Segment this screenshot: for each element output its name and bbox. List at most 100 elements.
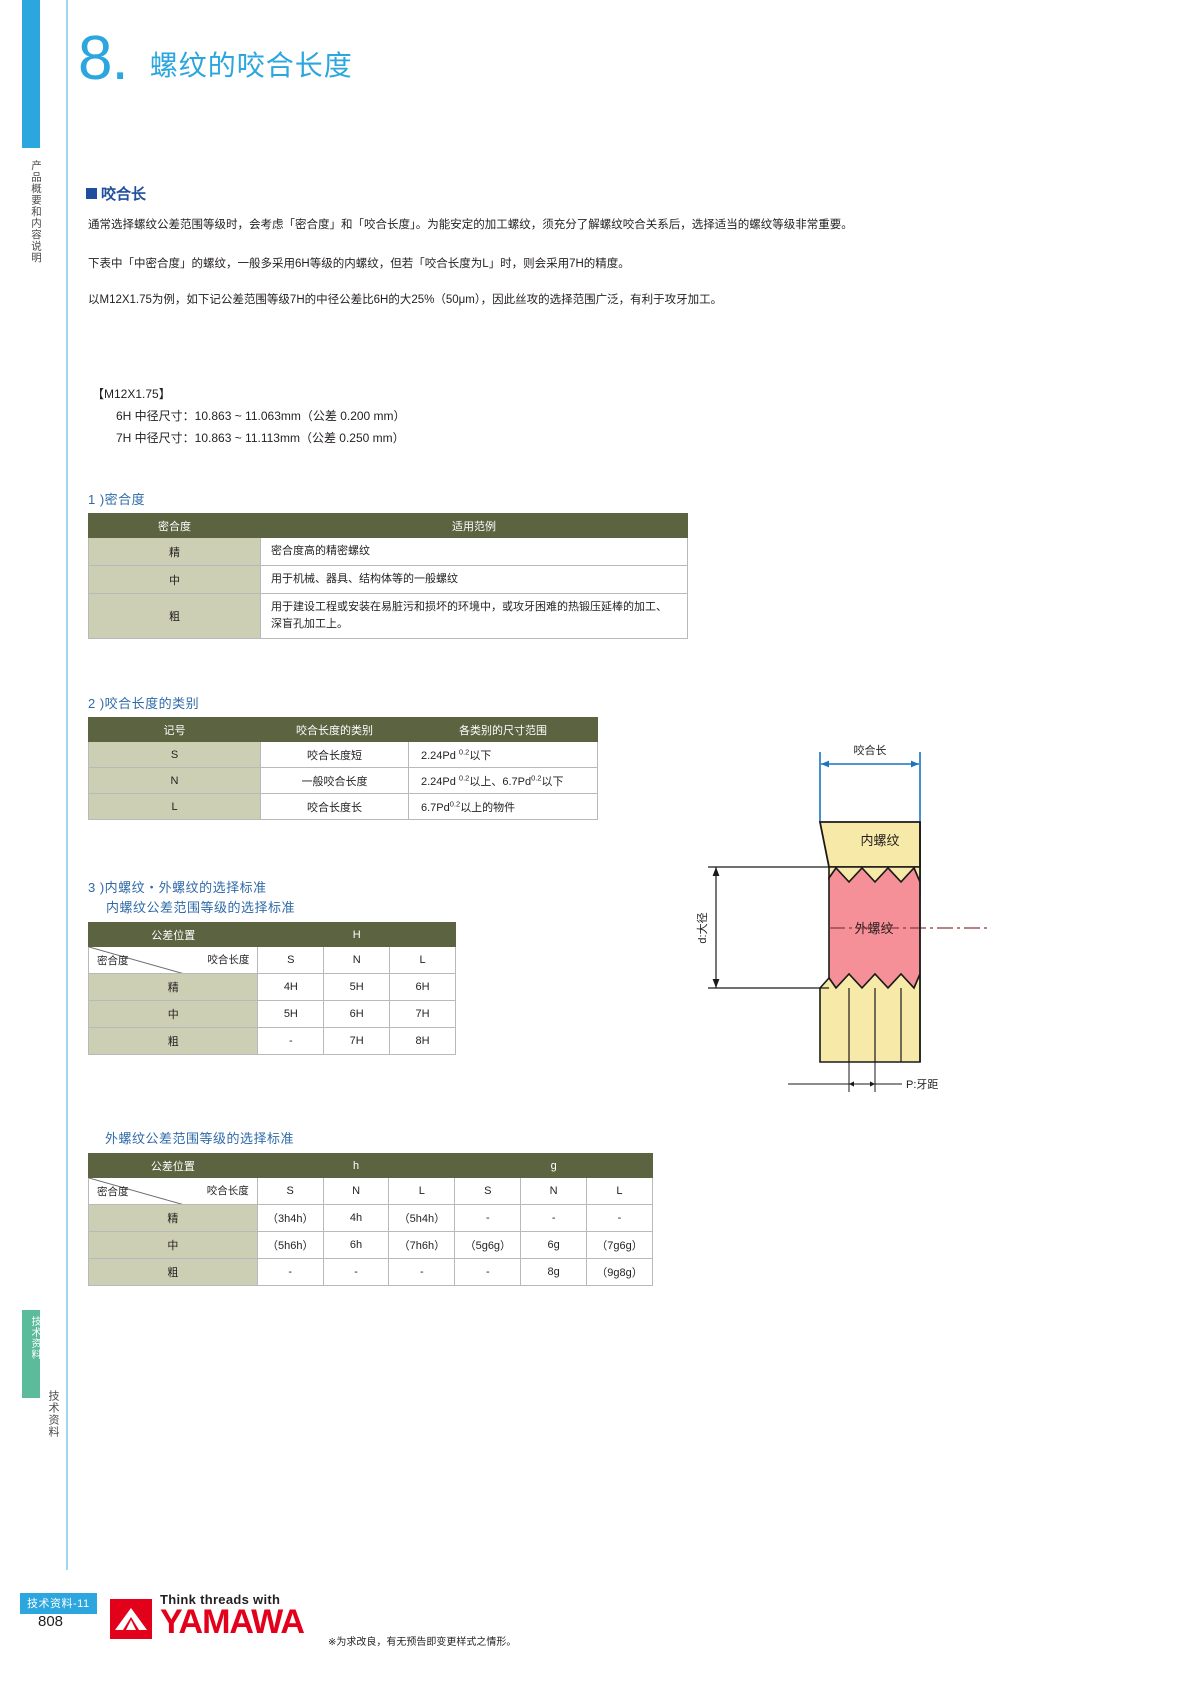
range-n-sup: 0.2 bbox=[458, 772, 470, 782]
table-header-row: 密合度 适用范例 bbox=[88, 513, 688, 538]
cell-desc-fine: 密合度高的精密螺纹 bbox=[260, 537, 688, 566]
cell-outer-coarse-hn: - bbox=[322, 1258, 390, 1286]
arrow-up-icon bbox=[712, 867, 720, 876]
range-n-post: 以上、6.7Pd bbox=[469, 775, 532, 788]
cell-inner-fine-n: 5H bbox=[323, 973, 391, 1001]
section-heading-engagement: 咬合长 bbox=[86, 183, 146, 204]
cell-inner-coarse-s: - bbox=[257, 1027, 325, 1055]
range-s-pre: 2.24Pd bbox=[421, 749, 459, 762]
cell-category-l: 咬合长度长 bbox=[260, 793, 409, 820]
side-tab-green-label: 技术资料 bbox=[29, 1316, 40, 1360]
cell-outer-medium-hs: （5h6h） bbox=[256, 1231, 324, 1259]
corner-split-cell-outer: 咬合长度 密合度 bbox=[88, 1177, 258, 1205]
table-internal-thread-tolerance: 公差位置 H 咬合长度 密合度 S N L 精 4H 5H 6H 中 5H 6 bbox=[87, 922, 456, 1055]
cell-outer-label-coarse: 粗 bbox=[88, 1258, 258, 1286]
cell-inner-medium-l: 7H bbox=[389, 1000, 456, 1028]
cell-outer-medium-hl: （7h6h） bbox=[388, 1231, 456, 1259]
diagonal-line-icon bbox=[89, 947, 182, 973]
col-header-tolerance-position-outer: 公差位置 bbox=[88, 1153, 258, 1178]
col-header-category: 咬合长度的类别 bbox=[260, 717, 409, 742]
cell-inner-fine-l: 6H bbox=[389, 973, 456, 1001]
cell-inner-label-medium: 中 bbox=[87, 1000, 259, 1028]
table-header-row: 公差位置 h g bbox=[88, 1153, 653, 1178]
paragraph-3: 以M12X1.75为例，如下记公差范围等级7H的中径公差比6H的大25%（50μ… bbox=[88, 294, 723, 306]
footer-disclaimer: ※为求改良，有无预告即变更样式之情形。 bbox=[328, 1637, 517, 1648]
cell-range-l: 6.7Pd0.2以上的物件 bbox=[408, 793, 598, 820]
cell-outer-fine-gn: - bbox=[520, 1204, 587, 1232]
table-row: 粗 - - - - 8g （9g8g） bbox=[88, 1258, 654, 1286]
square-bullet-icon bbox=[86, 188, 97, 199]
pitch-arrow-left-icon bbox=[849, 1081, 854, 1087]
table-engagement-category: 记号 咬合长度的类别 各类别的尺寸范围 S 咬合长度短 2.24Pd 0.2以下… bbox=[88, 717, 598, 820]
cell-fit-coarse: 粗 bbox=[88, 593, 261, 639]
table-external-thread-tolerance: 公差位置 h g 咬合长度 密合度 S N L S N L 精 （3h4h） 4… bbox=[88, 1153, 654, 1286]
range-l-sup: 0.2 bbox=[449, 798, 461, 808]
cell-inner-coarse-n: 7H bbox=[323, 1027, 391, 1055]
table-subheader-row: 咬合长度 密合度 S N L S N L bbox=[88, 1177, 654, 1205]
cell-mark-n: N bbox=[88, 767, 261, 794]
range-n-pre: 2.24Pd bbox=[421, 775, 459, 788]
subheader-h-s: S bbox=[256, 1177, 324, 1205]
cell-outer-medium-gl: （7g6g） bbox=[585, 1231, 654, 1259]
pitch-arrow-right-icon bbox=[870, 1081, 875, 1087]
cell-inner-medium-s: 5H bbox=[257, 1000, 325, 1028]
subheader-h-l: L bbox=[388, 1177, 456, 1205]
col-header-size-range: 各类别的尺寸范围 bbox=[408, 717, 598, 742]
cell-range-n: 2.24Pd 0.2以上、6.7Pd0.2以下 bbox=[408, 767, 598, 794]
subheader-g-l: L bbox=[585, 1177, 654, 1205]
table-row: 中 用于机械、器具、结构体等的一般螺纹 bbox=[88, 565, 688, 594]
col-header-application: 适用范例 bbox=[260, 513, 688, 538]
table-row: 中 5H 6H 7H bbox=[87, 1000, 456, 1028]
table-header-row: 记号 咬合长度的类别 各类别的尺寸范围 bbox=[88, 717, 598, 742]
cell-outer-fine-hl: （5h4h） bbox=[388, 1204, 456, 1232]
cell-outer-medium-gs: （5g6g） bbox=[454, 1231, 522, 1259]
cell-desc-medium: 用于机械、器具、结构体等的一般螺纹 bbox=[260, 565, 688, 594]
page-title-text: 螺纹的咬合长度 bbox=[149, 50, 353, 81]
side-tab-product-overview: 产品概要和内容说明 bbox=[30, 160, 42, 264]
table-header-row: 公差位置 H bbox=[87, 922, 456, 947]
corner-label-engagement: 咬合长度 bbox=[207, 954, 250, 966]
yamawa-mark-icon bbox=[110, 1599, 152, 1639]
example-title: 【M12X1.75】 bbox=[92, 387, 171, 401]
table-row: S 咬合长度短 2.24Pd 0.2以下 bbox=[88, 741, 598, 768]
table-row: 精 （3h4h） 4h （5h4h） - - - bbox=[88, 1204, 654, 1232]
cell-category-s: 咬合长度短 bbox=[260, 741, 409, 768]
subheader-g-n: N bbox=[520, 1177, 587, 1205]
corner-label-fit-outer: 密合度 bbox=[97, 1186, 129, 1198]
corner-label-fit: 密合度 bbox=[97, 955, 129, 967]
cell-outer-medium-hn: 6h bbox=[322, 1231, 390, 1259]
example-line-6h: 6H 中径尺寸：10.863 ~ 11.063mm（公差 0.200 mm） bbox=[116, 409, 406, 423]
logo-wordmark: YAMAWA bbox=[160, 1603, 305, 1641]
cell-outer-coarse-hs: - bbox=[256, 1258, 324, 1286]
cell-outer-coarse-gs: - bbox=[454, 1258, 522, 1286]
thread-engagement-diagram: 咬合长 内螺纹 外螺纹 d:大径 P:牙距 bbox=[695, 743, 988, 1092]
label-pitch: P:牙距 bbox=[906, 1078, 938, 1091]
range-l-post: 以上的物件 bbox=[460, 801, 516, 814]
subsection-3-heading: 3 )内螺纹・外螺纹的选择标准 内螺纹公差范围等级的选择标准 bbox=[88, 878, 295, 918]
cell-inner-label-coarse: 粗 bbox=[87, 1027, 259, 1055]
col-header-mark: 记号 bbox=[88, 717, 261, 742]
range-n-post2: 以下 bbox=[541, 775, 564, 788]
footer-page-number: 808 bbox=[38, 1613, 64, 1630]
subsection-1-heading: 1 )密合度 bbox=[88, 492, 146, 507]
table-fit-class: 密合度 适用范例 精 密合度高的精密螺纹 中 用于机械、器具、结构体等的一般螺纹… bbox=[88, 513, 688, 639]
range-n-sup2: 0.2 bbox=[531, 772, 542, 782]
cell-category-n: 一般咬合长度 bbox=[260, 767, 409, 794]
cell-mark-l: L bbox=[88, 793, 261, 820]
arrow-left-icon bbox=[821, 760, 829, 768]
cell-outer-coarse-gl: （9g8g） bbox=[585, 1258, 654, 1286]
diagonal-line-icon bbox=[89, 1178, 182, 1204]
left-vertical-rule bbox=[66, 0, 68, 1570]
subheader-l: L bbox=[389, 946, 456, 974]
paragraph-2: 下表中「中密合度」的螺纹，一般多采用6H等级的内螺纹，但若「咬合长度为L」时，则… bbox=[88, 258, 630, 270]
cell-outer-coarse-gn: 8g bbox=[520, 1258, 587, 1286]
corner-split-cell: 咬合长度 密合度 bbox=[87, 946, 259, 974]
arrow-down-icon bbox=[712, 979, 720, 988]
cell-fit-medium: 中 bbox=[88, 565, 261, 594]
label-internal-thread: 内螺纹 bbox=[860, 833, 899, 848]
cell-inner-coarse-l: 8H bbox=[389, 1027, 456, 1055]
subheader-s: S bbox=[257, 946, 325, 974]
left-edge-green-bar bbox=[22, 1310, 40, 1398]
table-row: 精 4H 5H 6H bbox=[87, 973, 456, 1001]
col-header-group-g: g bbox=[454, 1153, 653, 1178]
